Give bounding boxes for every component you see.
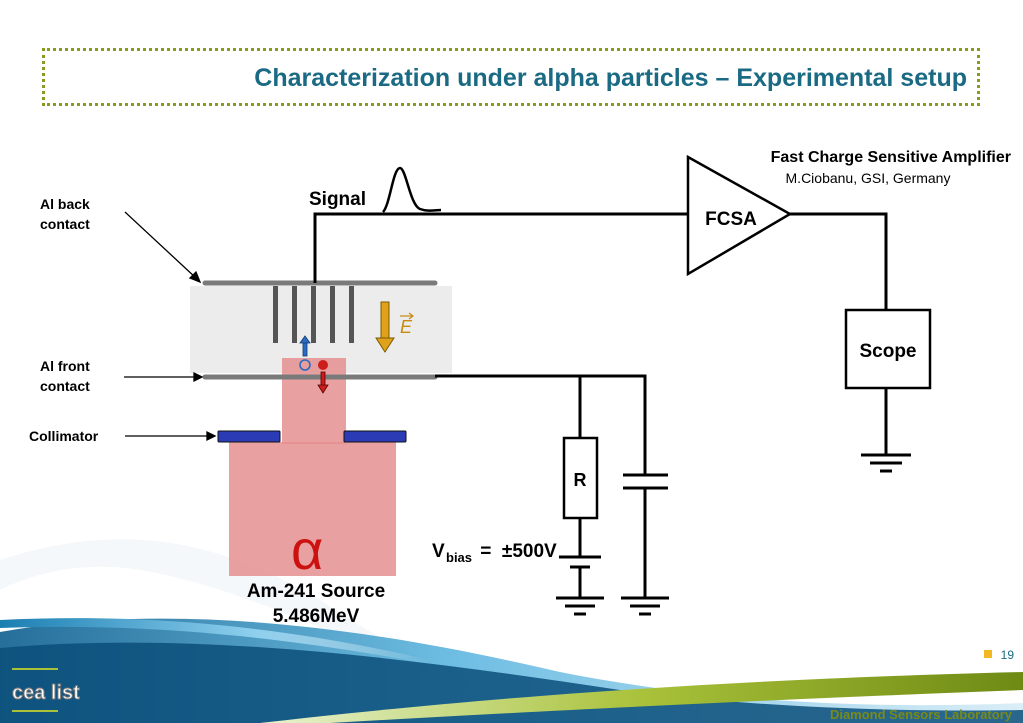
svg-text:= ±500V: = ±500V [475, 541, 557, 562]
resistor-label: R [574, 470, 587, 490]
svg-text:V: V [432, 541, 445, 562]
svg-text:E: E [400, 317, 413, 337]
capacitor [623, 473, 668, 490]
ground-scope-icon [861, 453, 911, 473]
al-front-label-line1: Al front [40, 358, 90, 374]
al-back-label-line1: Al back [40, 196, 90, 212]
al-back-label-line2: contact [40, 216, 90, 232]
svg-text:bias: bias [446, 550, 472, 565]
page-number: 19 [1001, 648, 1015, 662]
ground-bias-icon [556, 596, 604, 616]
collimator-left [217, 430, 281, 443]
title-frame: Characterization under alpha particles –… [42, 48, 980, 106]
vbias-label: V bias = ±500V [432, 541, 557, 565]
collimator-right [343, 430, 407, 443]
background-waves [0, 539, 1023, 723]
collimator-label: Collimator [29, 428, 99, 444]
am241-source [229, 442, 396, 576]
page-number-marker [984, 650, 992, 658]
signal-pulse [381, 166, 442, 213]
fcsa-amplifier [686, 154, 793, 277]
scope-label: Scope [859, 341, 916, 362]
electron-carrier [299, 335, 311, 371]
circuit-wires [313, 212, 888, 598]
amp-title: Fast Charge Sensitive Amplifier [771, 149, 1011, 166]
efield-label: E [400, 312, 414, 337]
signal-label: Signal [309, 189, 366, 210]
al-front-label-line2: contact [40, 378, 90, 394]
bias-battery [559, 555, 601, 569]
source-label-line1: Am-241 Source [247, 581, 385, 602]
svg-text:cea list: cea list [12, 682, 80, 704]
resistor [562, 436, 599, 520]
source-label-line2: 5.486MeV [273, 606, 360, 627]
scope-box [844, 308, 932, 390]
alpha-beam [282, 358, 346, 444]
page-title: Characterization under alpha particles –… [254, 64, 967, 92]
hole-carrier [317, 360, 329, 394]
efield-arrow [375, 301, 395, 353]
electrode-strips [273, 286, 354, 343]
footer-lab-name: Diamond Sensors Laboratory [830, 707, 1013, 722]
fcsa-label: FCSA [705, 209, 757, 230]
ground-cap-icon [621, 596, 669, 616]
amp-credit: M.Ciobanu, GSI, Germany [786, 170, 951, 186]
cea-list-logo: cea list [12, 668, 81, 712]
label-pointers [124, 211, 217, 442]
alpha-symbol: α [291, 518, 323, 581]
